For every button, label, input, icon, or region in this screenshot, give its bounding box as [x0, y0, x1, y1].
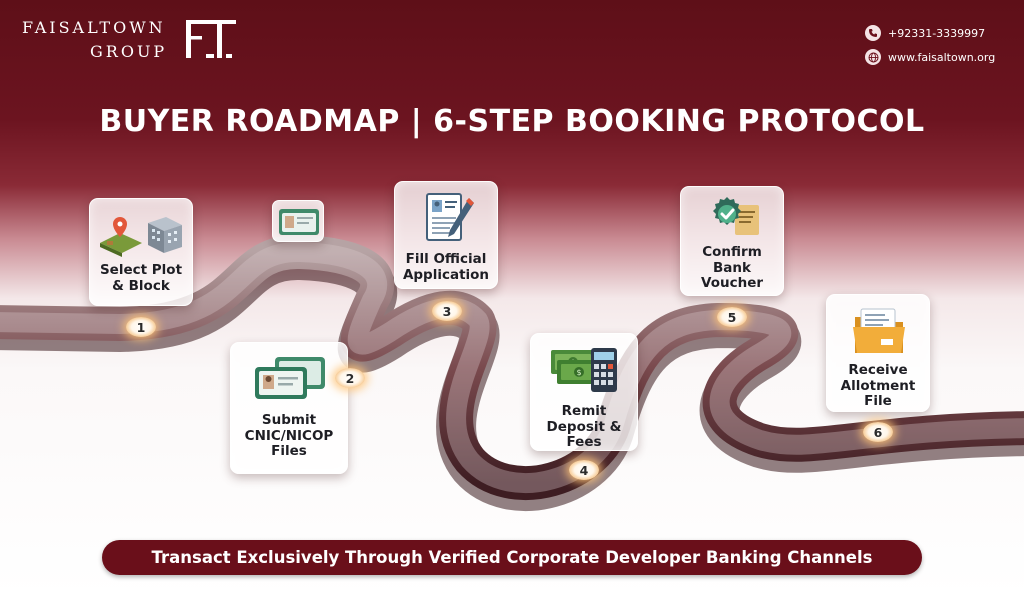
phone-row[interactable]: +92331-3339997 — [865, 24, 995, 42]
step-label-3: Fill Official Application — [402, 251, 490, 283]
step-label-1: Select Plot & Block — [99, 262, 183, 294]
page-title: BUYER ROADMAP | 6-STEP BOOKING PROTOCOL — [99, 104, 925, 139]
step-card-6[interactable]: Receive Allotment File — [826, 294, 930, 412]
step-label-2: Submit CNIC/NICOP Files — [244, 412, 334, 459]
globe-icon — [865, 49, 881, 65]
brand-name-line2: GROUP — [90, 42, 168, 61]
step-card-3[interactable]: Fill Official Application — [394, 181, 498, 289]
step-marker-4: 4 — [569, 460, 599, 480]
step-label-6: Receive Allotment File — [840, 362, 916, 409]
id-card-icon — [279, 209, 319, 235]
step-label-5: Confirm Bank Voucher — [700, 244, 764, 291]
phone-icon — [865, 25, 881, 41]
floating-id-card-decor — [272, 200, 324, 242]
ft-monogram-icon — [186, 20, 236, 58]
map-building-icon — [100, 217, 182, 257]
svg-text:$: $ — [576, 368, 581, 377]
brand-name-line1: FAISALTOWN — [22, 18, 166, 37]
website-row[interactable]: www.faisaltown.org — [865, 48, 995, 66]
step-card-5[interactable]: Confirm Bank Voucher — [680, 186, 784, 296]
verified-voucher-icon — [713, 197, 759, 235]
cash-calculator-icon: $ $ — [551, 348, 617, 392]
step-card-4[interactable]: $ $ Remit Deposit & Fees — [530, 333, 638, 451]
step-marker-5: 5 — [717, 307, 747, 327]
step-marker-2: 2 — [335, 368, 365, 388]
step-card-2[interactable]: Submit CNIC/NICOP Files — [230, 342, 348, 474]
id-cards-icon — [255, 357, 325, 399]
allotment-folder-icon — [853, 308, 905, 353]
step-marker-1: 1 — [126, 317, 156, 337]
footer-banner: Transact Exclusively Through Verified Co… — [102, 540, 922, 575]
phone-number: +92331-3339997 — [888, 26, 986, 40]
step-card-1[interactable]: Select Plot & Block — [89, 198, 193, 306]
step-marker-3: 3 — [432, 301, 462, 321]
website-link: www.faisaltown.org — [888, 50, 996, 64]
application-form-icon — [426, 193, 474, 241]
step-marker-6: 6 — [863, 422, 893, 442]
contact-info: +92331-3339997 www.faisaltown.org — [865, 24, 995, 72]
step-label-4: Remit Deposit & Fees — [546, 403, 622, 450]
